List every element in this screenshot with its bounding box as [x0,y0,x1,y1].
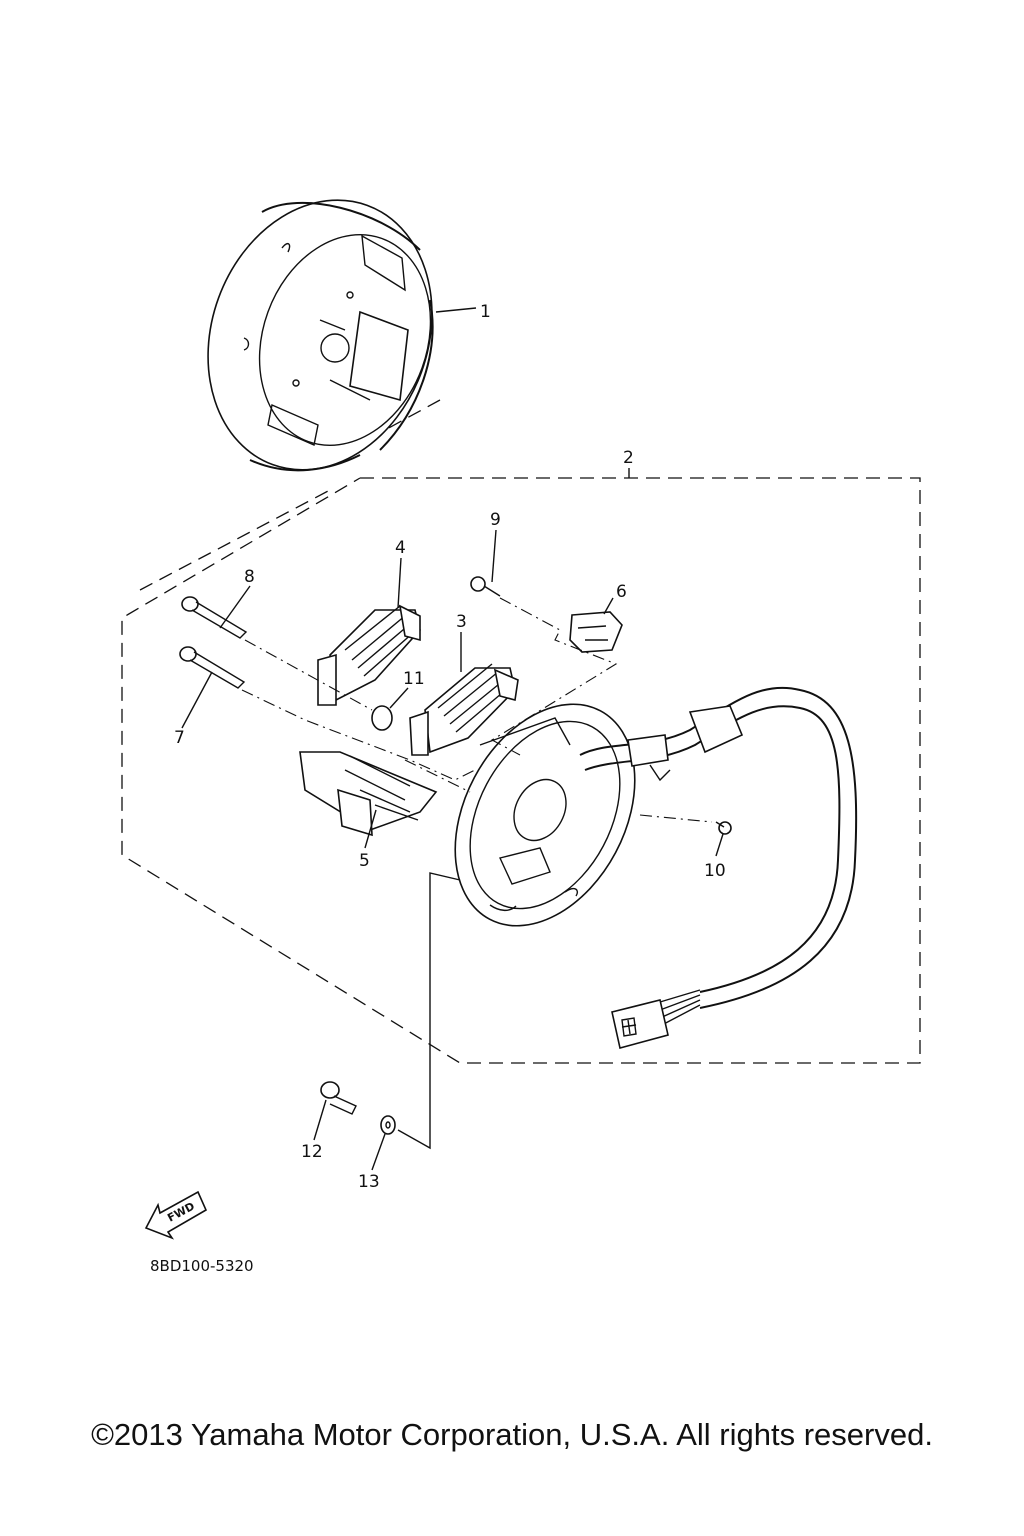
stator-plate [454,703,636,927]
coil-5 [299,751,438,837]
callout-9: 9 [490,510,501,530]
callout-7: 7 [174,728,185,748]
callout-11: 11 [403,669,425,689]
screw-9 [470,576,501,597]
coil-4 [317,604,421,706]
leader-lines [181,307,724,1171]
callout-12: 12 [301,1142,323,1162]
callout-labels: 1 2 3 4 5 6 7 8 9 10 11 12 13 [174,302,726,1192]
assembly-lines [241,597,713,1150]
callout-5: 5 [359,851,370,871]
callout-4: 4 [395,538,406,558]
stator-assembly-boundary [121,399,921,1064]
coil-3 [409,663,519,756]
bolt-8 [181,596,248,639]
callout-1: 1 [480,302,491,322]
forward-arrow-icon: FWD [144,1190,208,1240]
screw-12 [320,1081,357,1115]
callout-2: 2 [623,448,634,468]
wire-harness [579,686,858,1049]
flywheel-rotor [207,199,434,472]
callout-8: 8 [244,567,255,587]
diagram-code: 8BD100-5320 [150,1257,254,1275]
copyright-notice: ©2013 Yamaha Motor Corporation, U.S.A. A… [91,1417,933,1452]
bolt-7 [179,646,246,689]
pickup-6 [569,611,623,653]
callout-13: 13 [358,1172,380,1192]
screw-10 [715,821,732,835]
washer-13 [380,1115,396,1135]
callout-6: 6 [616,582,627,602]
collar-11 [371,705,393,731]
callout-3: 3 [456,612,467,632]
callout-10: 10 [704,861,726,881]
